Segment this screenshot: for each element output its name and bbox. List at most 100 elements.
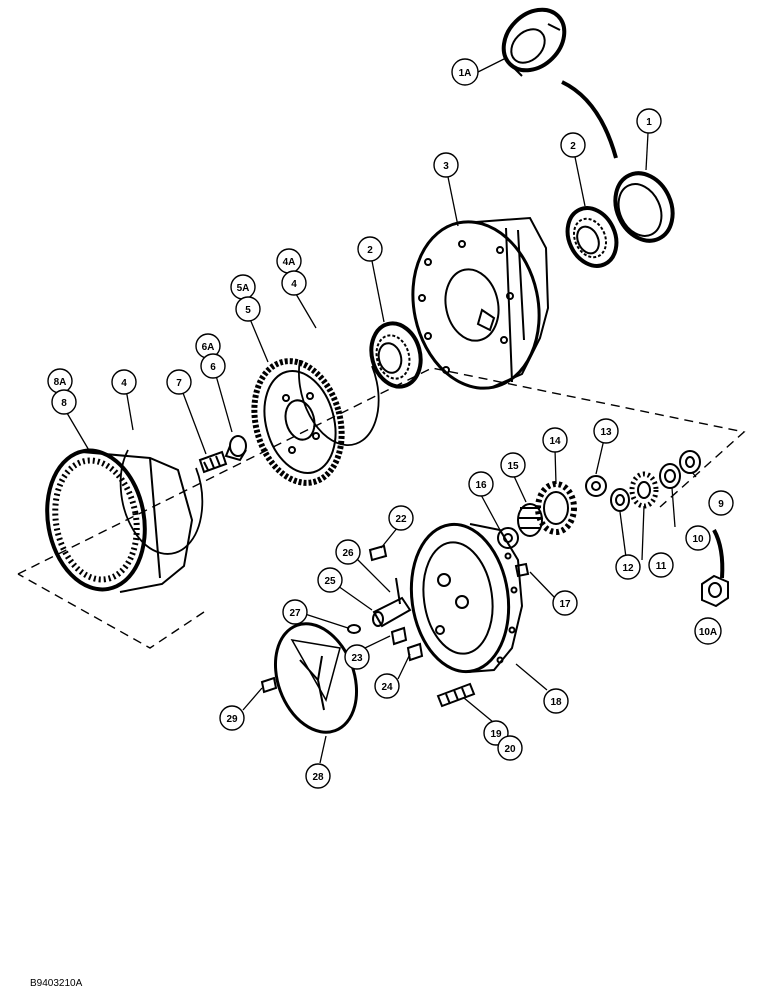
svg-text:3: 3 (443, 161, 449, 172)
plug-24 (406, 642, 424, 662)
pin-26 (395, 577, 401, 605)
callout-4a: 4A (276, 248, 302, 274)
svg-text:24: 24 (381, 682, 393, 693)
callout-1: 1 (636, 108, 662, 134)
gear-plate-5 (251, 358, 345, 486)
callout-9: 9 (708, 490, 734, 516)
callout-11: 11 (648, 552, 674, 578)
svg-text:14: 14 (549, 436, 561, 447)
svg-text:8: 8 (61, 398, 67, 409)
ring-gear-8 (45, 448, 194, 593)
svg-text:29: 29 (226, 714, 238, 725)
svg-text:1A: 1A (459, 68, 472, 79)
callout-6: 6 (200, 353, 226, 379)
callouts: 1A 1 2 3 2 4A 4 5A (47, 58, 734, 789)
svg-text:15: 15 (507, 461, 519, 472)
callout-27: 27 (282, 599, 308, 625)
cover-18 (409, 522, 524, 674)
svg-text:4: 4 (291, 279, 297, 290)
hub-3 (411, 216, 550, 390)
bearing-cone-2-lower (369, 321, 423, 389)
planet-gear-14 (535, 481, 577, 535)
washer-9 (679, 450, 701, 474)
seal-1a (501, 7, 567, 77)
pin-7 (198, 450, 228, 474)
callout-26: 26 (335, 539, 361, 565)
callout-10a: 10A (694, 617, 722, 645)
svg-text:27: 27 (289, 608, 301, 619)
svg-text:28: 28 (312, 772, 324, 783)
svg-text:4A: 4A (283, 257, 296, 268)
svg-text:6: 6 (210, 362, 216, 373)
svg-text:11: 11 (656, 561, 667, 572)
callout-2-lower: 2 (357, 236, 383, 262)
callout-23: 23 (344, 644, 370, 670)
callout-20: 20 (497, 735, 523, 761)
svg-text:18: 18 (550, 697, 562, 708)
svg-text:20: 20 (504, 744, 516, 755)
svg-text:6A: 6A (202, 342, 215, 353)
spacer-10 (659, 463, 681, 489)
callout-22: 22 (388, 505, 414, 531)
svg-text:25: 25 (324, 576, 336, 587)
connector-curve-1a-1 (561, 80, 618, 159)
snap-ring-4-upper (298, 359, 380, 447)
callout-2-upper: 2 (560, 132, 586, 158)
connector-curve-10-10a (712, 529, 725, 579)
callout-25: 25 (317, 567, 343, 593)
svg-text:7: 7 (176, 378, 182, 389)
svg-text:13: 13 (600, 427, 612, 438)
bushing-6 (224, 435, 247, 462)
callout-7: 7 (166, 369, 192, 395)
svg-text:2: 2 (570, 141, 576, 152)
callout-8a: 8A (47, 368, 73, 394)
callout-3: 3 (433, 152, 459, 178)
o-ring-27 (347, 624, 361, 634)
svg-text:4: 4 (121, 378, 127, 389)
svg-text:26: 26 (342, 548, 354, 559)
svg-text:8A: 8A (54, 377, 67, 388)
thrust-washer-13 (585, 475, 607, 497)
svg-text:12: 12 (622, 563, 634, 574)
callout-29: 29 (219, 705, 245, 731)
svg-text:5: 5 (245, 305, 251, 316)
callout-13: 13 (593, 418, 619, 444)
svg-text:16: 16 (475, 480, 487, 491)
plug-17 (514, 562, 530, 578)
svg-text:17: 17 (559, 599, 571, 610)
subassembly-dashed-outline (17, 367, 746, 649)
svg-text:23: 23 (351, 653, 363, 664)
bearing-cup-1 (613, 171, 675, 243)
callout-24: 24 (374, 673, 400, 699)
plug-23 (390, 626, 408, 646)
callout-17: 17 (552, 590, 578, 616)
pin-22 (368, 544, 388, 562)
snap-ring-4-lower (119, 449, 204, 555)
svg-text:10: 10 (692, 534, 704, 545)
callout-4-lower: 4 (111, 369, 137, 395)
figure-id-label: B9403210A (30, 978, 83, 989)
callout-12: 12 (615, 554, 641, 580)
stud-19 (436, 682, 476, 708)
svg-text:9: 9 (718, 499, 724, 510)
callout-5a: 5A (230, 274, 256, 300)
nut-10a (701, 574, 729, 608)
screw-29 (260, 676, 278, 694)
sun-gear-11 (629, 471, 659, 509)
callout-14: 14 (542, 427, 568, 453)
callout-8: 8 (51, 389, 77, 415)
leader-lines (66, 57, 697, 764)
svg-text:22: 22 (395, 514, 407, 525)
callout-10: 10 (685, 525, 711, 551)
svg-text:19: 19 (490, 729, 502, 740)
callout-16: 16 (468, 471, 494, 497)
svg-text:2: 2 (367, 245, 373, 256)
svg-text:1: 1 (646, 117, 652, 128)
washer-12 (610, 488, 630, 512)
callout-4-upper: 4 (281, 270, 307, 296)
needle-bearing-15 (517, 503, 543, 537)
callout-1a: 1A (451, 58, 479, 86)
callout-28: 28 (305, 763, 331, 789)
shaft-25 (372, 596, 412, 628)
